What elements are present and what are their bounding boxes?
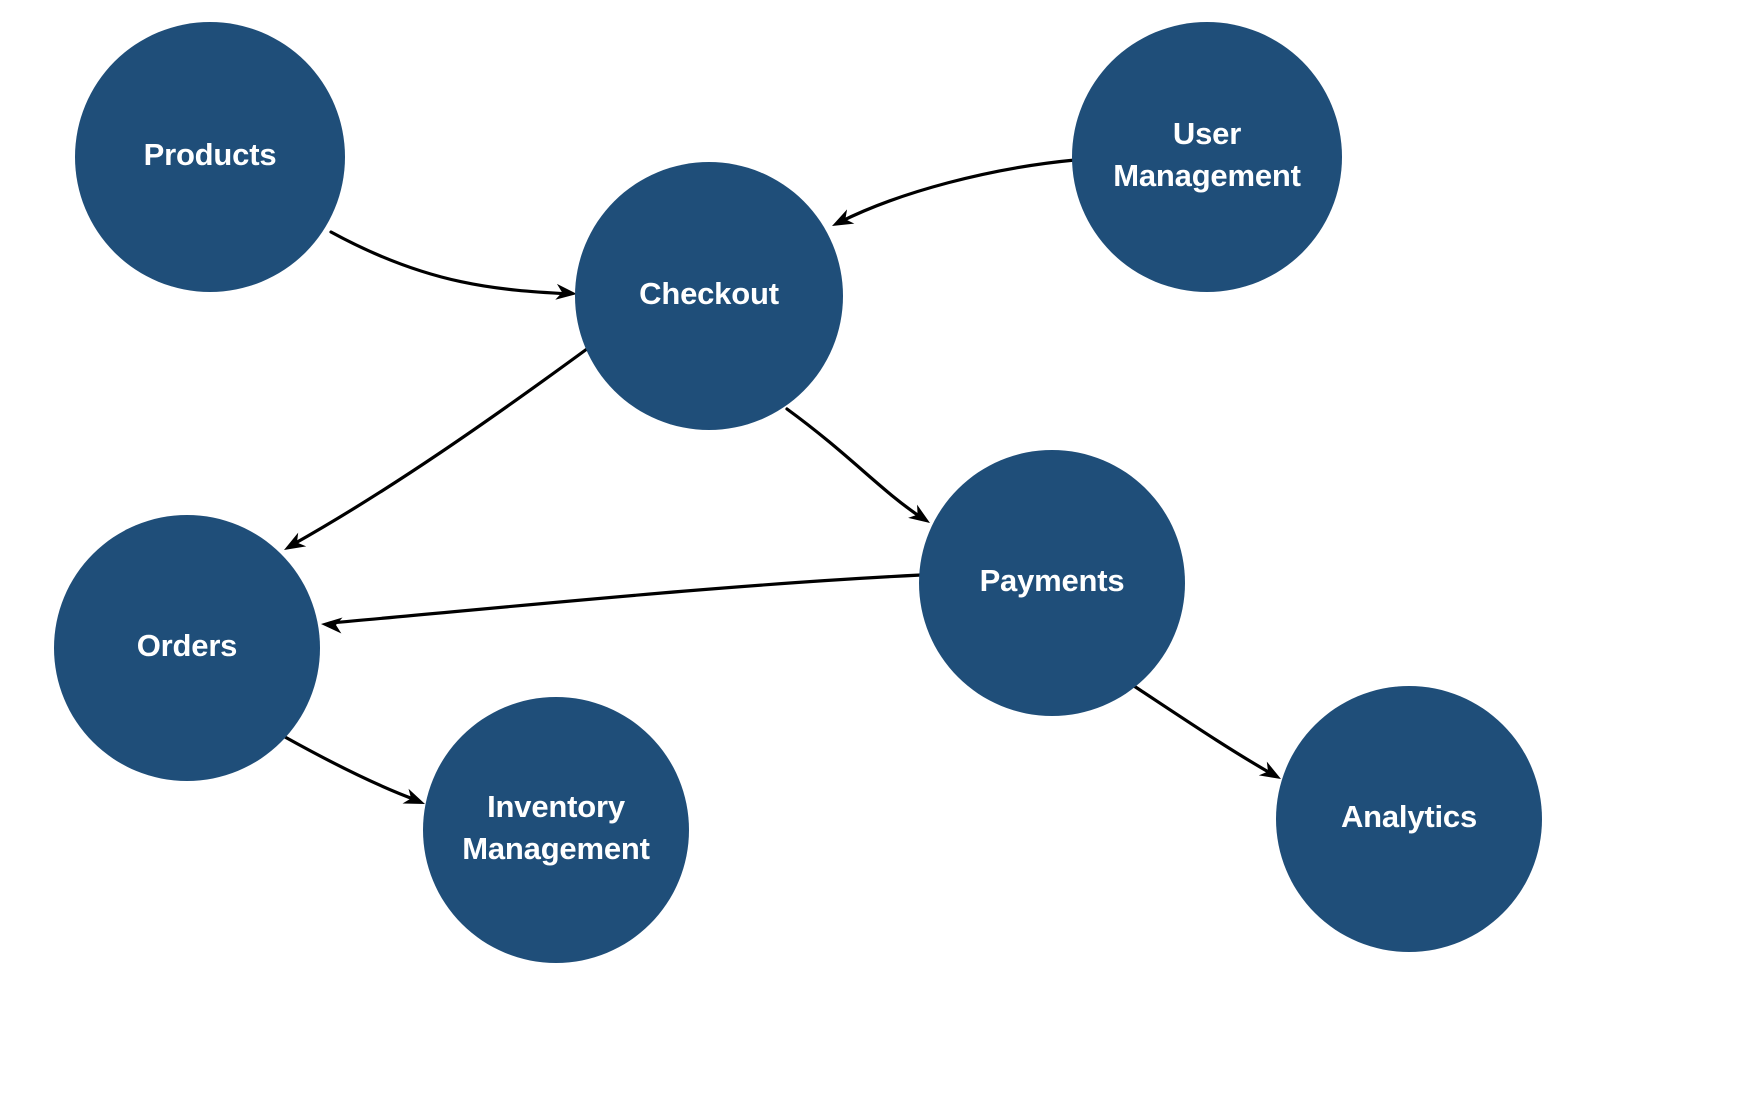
edge-payments-to-analytics <box>1132 684 1281 779</box>
node-label-line: Management <box>1113 158 1300 193</box>
arrowhead-icon <box>832 209 855 226</box>
node-label: Products <box>144 137 277 172</box>
edge-payments-to-orders <box>321 573 923 634</box>
node-payments[interactable]: Payments <box>919 450 1185 716</box>
node-products[interactable]: Products <box>75 22 345 292</box>
node-circle[interactable] <box>1072 22 1342 292</box>
node-label: Analytics <box>1341 799 1477 834</box>
node-circle[interactable] <box>1276 686 1542 952</box>
arrowhead-icon <box>555 283 577 300</box>
edge-line <box>785 407 924 520</box>
arrowhead-icon <box>284 532 307 550</box>
node-label-line: User <box>1173 116 1241 151</box>
node-label-line: Inventory <box>487 789 626 824</box>
node-circle[interactable] <box>75 22 345 292</box>
node-label-line: Payments <box>980 563 1125 598</box>
node-checkout[interactable]: Checkout <box>575 162 843 430</box>
edge-checkout-to-orders <box>284 344 593 550</box>
arrowhead-icon <box>908 504 930 523</box>
node-label: Payments <box>980 563 1125 598</box>
arrowhead-icon <box>402 788 425 804</box>
node-label: Checkout <box>639 276 779 311</box>
edge-line <box>838 158 1077 224</box>
node-circle[interactable] <box>54 515 320 781</box>
node-label-line: Checkout <box>639 276 779 311</box>
node-analytics[interactable]: Analytics <box>1276 686 1542 952</box>
edge-products-to-checkout <box>329 230 577 300</box>
arrowhead-icon <box>1258 761 1281 779</box>
edge-user-management-to-checkout <box>832 158 1077 226</box>
node-label-line: Analytics <box>1341 799 1477 834</box>
node-label-line: Orders <box>137 628 237 663</box>
node-circle[interactable] <box>919 450 1185 716</box>
node-label: Orders <box>137 628 237 663</box>
edge-line <box>329 230 571 296</box>
edges-layer <box>283 158 1281 804</box>
edge-line <box>1132 684 1274 776</box>
edge-line <box>290 344 593 547</box>
edge-line <box>328 573 923 625</box>
node-circle[interactable] <box>575 162 843 430</box>
node-label-line: Products <box>144 137 277 172</box>
node-orders[interactable]: Orders <box>54 515 320 781</box>
arrowhead-icon <box>321 617 343 634</box>
edge-checkout-to-payments <box>785 407 930 523</box>
edge-orders-to-inventory-management <box>283 735 425 804</box>
edge-line <box>283 735 418 802</box>
node-circle[interactable] <box>423 697 689 963</box>
node-label-line: Management <box>462 831 649 866</box>
